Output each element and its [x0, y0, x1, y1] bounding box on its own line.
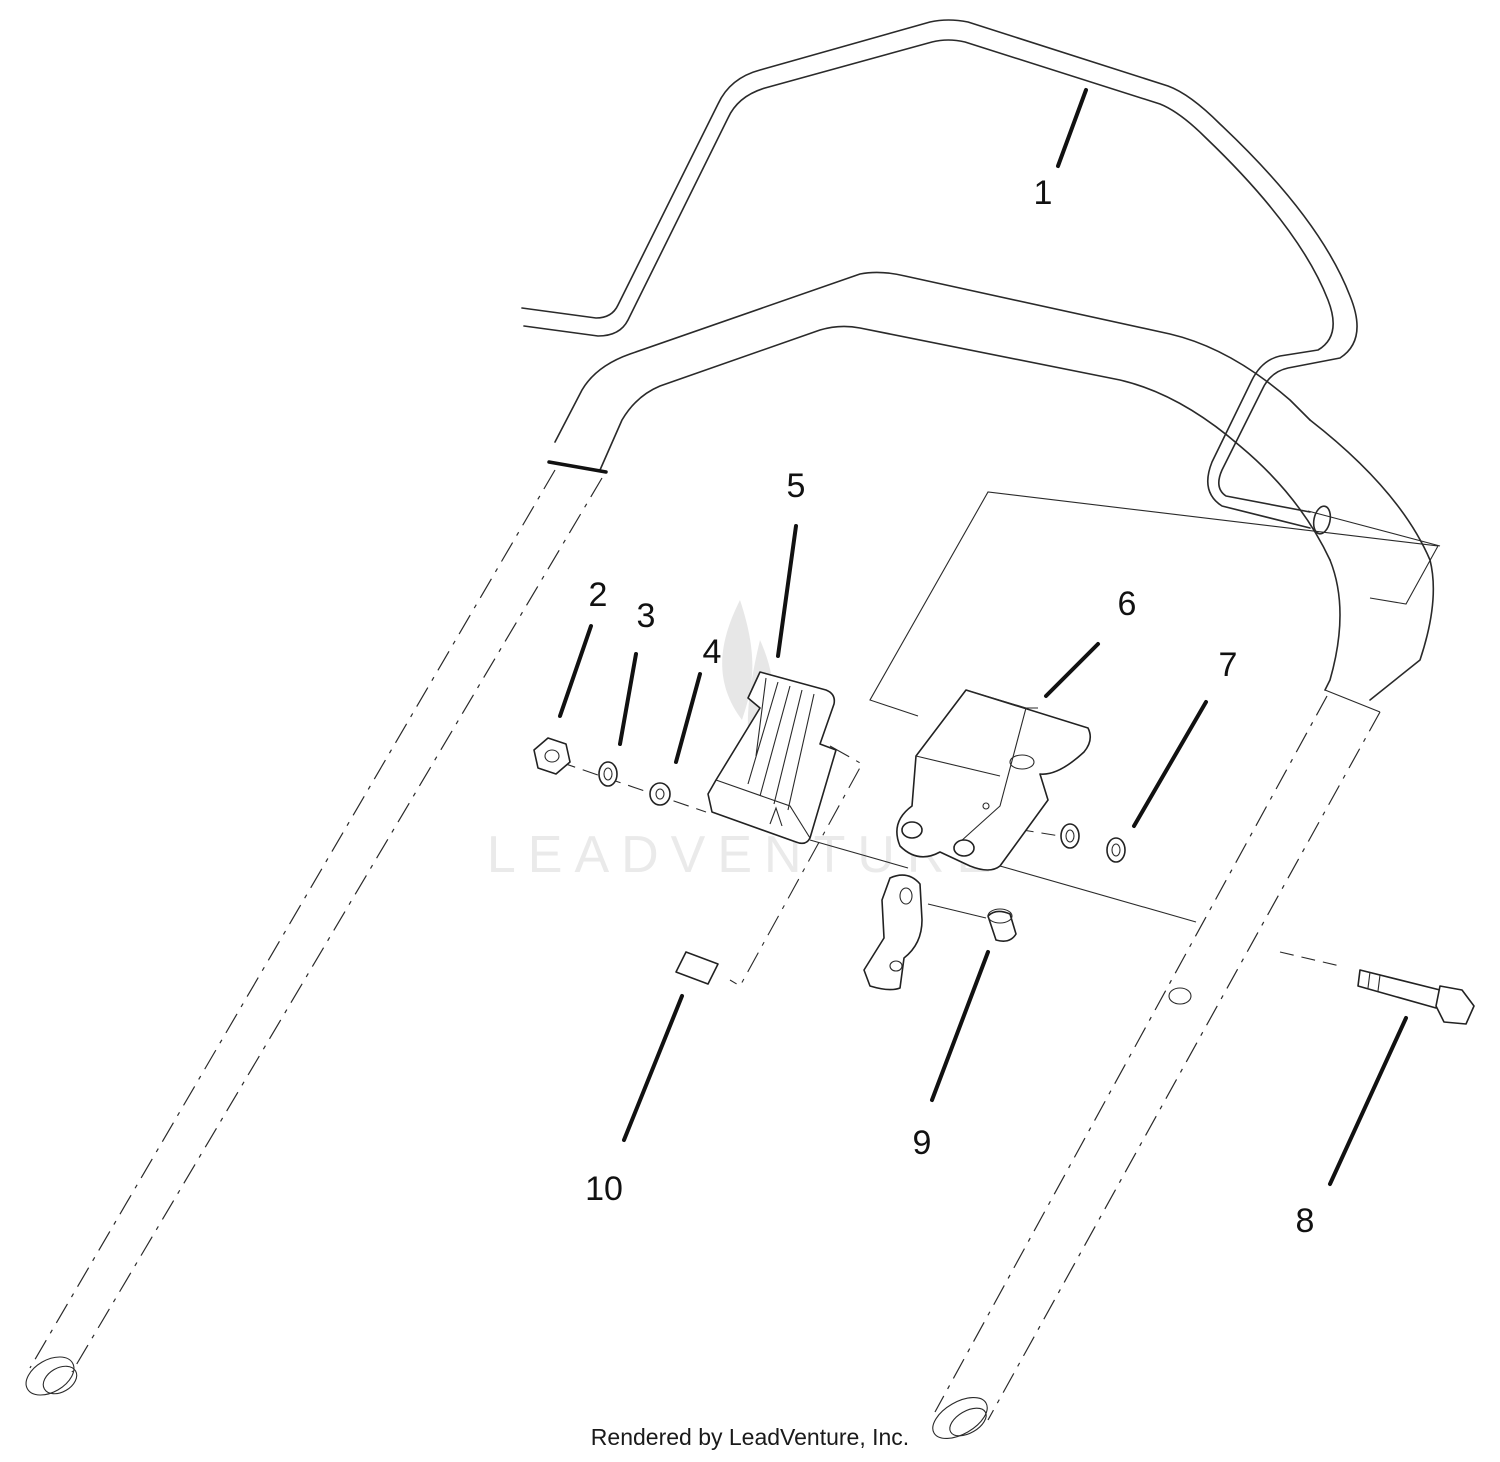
leader-3 — [618, 652, 638, 746]
hex-nut — [533, 737, 571, 775]
callout-4: 4 — [703, 633, 722, 671]
cam-link — [863, 874, 923, 991]
callout-10: 10 — [585, 1170, 623, 1208]
leader-9 — [930, 950, 990, 1102]
callout-leaders — [558, 88, 1408, 1186]
leader-5 — [776, 524, 798, 658]
leader-4 — [674, 672, 702, 764]
control-lever — [707, 671, 837, 845]
callout-9: 9 — [913, 1124, 932, 1162]
callout-5: 5 — [787, 467, 806, 505]
leader-2 — [558, 624, 593, 718]
footer-credit: Rendered by LeadVenture, Inc. — [590, 1424, 910, 1450]
leader-6 — [1044, 642, 1100, 698]
rubber-pad — [675, 951, 719, 985]
leader-1 — [1056, 88, 1088, 168]
leader-8 — [1328, 1016, 1408, 1186]
lever-bracket — [896, 689, 1092, 871]
callout-2: 2 — [589, 576, 608, 614]
lower-handle-tubes — [25, 271, 1435, 1439]
spacer-bushing — [987, 908, 1017, 942]
callout-numbers: 1 2 3 4 5 6 7 8 9 10 — [585, 174, 1314, 1240]
callout-1: 1 — [1034, 174, 1053, 212]
lock-washer — [598, 761, 618, 787]
leader-10 — [622, 994, 684, 1142]
upper-handle-bail — [521, 19, 1441, 547]
leader-7 — [1132, 700, 1208, 828]
callout-3: 3 — [637, 597, 656, 635]
shoulder-bolt — [1357, 969, 1475, 1025]
flat-washer — [649, 782, 671, 806]
callout-8: 8 — [1296, 1202, 1315, 1240]
callout-7: 7 — [1219, 646, 1238, 684]
washer-pair — [1060, 823, 1126, 863]
callout-6: 6 — [1118, 585, 1137, 623]
